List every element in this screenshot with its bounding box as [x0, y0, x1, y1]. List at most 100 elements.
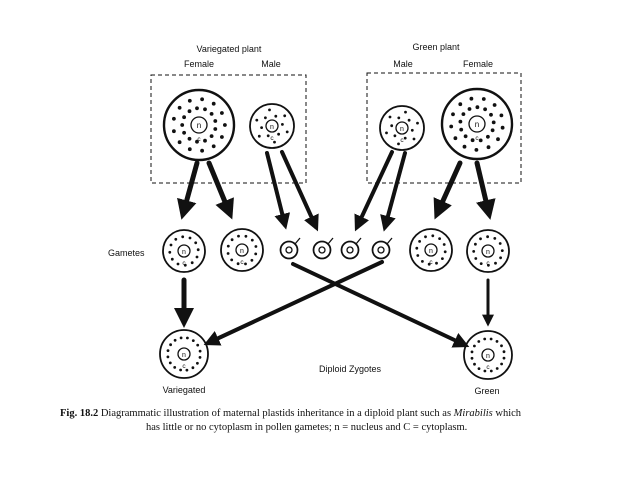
plastid-dot — [416, 254, 420, 257]
plastid-dot — [198, 356, 202, 359]
plastid-dot — [254, 252, 258, 256]
plastid-dot — [213, 127, 218, 131]
plastid-dot — [427, 262, 431, 266]
nucleus-letter: n — [197, 121, 201, 130]
nucleus — [265, 119, 279, 133]
arrow-pollen-4-to-zygote-variegated — [203, 260, 384, 346]
plastid-dot — [388, 115, 392, 119]
nucleus-letter: n — [270, 124, 274, 131]
caption-text-1: Diagrammatic illustration of maternal pl… — [100, 408, 452, 419]
plastid-dot — [179, 336, 183, 340]
green-female-cell: nc — [440, 87, 514, 161]
male-label-left: Male — [261, 59, 281, 69]
plastid-dot — [173, 338, 177, 342]
plastid-dot — [196, 248, 200, 252]
plastid-dot — [179, 368, 183, 372]
plastid-dot — [500, 362, 503, 366]
plastid-dot — [200, 148, 205, 153]
green-male-cell: nc — [379, 105, 425, 151]
plastid-dot — [415, 246, 419, 250]
plastid-dot — [187, 109, 192, 114]
plastid-dot — [491, 120, 496, 125]
plastid-dot — [443, 250, 447, 254]
plastid-dot — [213, 119, 218, 123]
plastid-dot — [500, 125, 505, 130]
plastid-dot — [393, 134, 397, 138]
nucleus-letter: n — [486, 249, 490, 256]
green-plant-box — [366, 72, 522, 184]
nucleus-letter: n — [182, 249, 186, 256]
plastid-dot — [481, 97, 486, 101]
plastid-dot — [255, 118, 259, 122]
plastid-dot — [196, 343, 200, 347]
nucleus-letter: n — [486, 353, 490, 360]
plastid-dot — [479, 237, 482, 241]
plastid-dot — [168, 361, 172, 365]
plastid-dot — [194, 241, 198, 245]
plastid-dot — [172, 129, 176, 134]
plastid-dot — [195, 255, 199, 259]
plastid-dot — [489, 369, 493, 373]
plastid-dot — [463, 134, 468, 139]
plastid-dot — [462, 144, 467, 149]
plastid-dot — [390, 124, 394, 128]
plastid-dot — [500, 344, 503, 348]
plastid-dot — [268, 108, 271, 112]
plastid-dot — [461, 112, 466, 116]
plastid-dot — [254, 245, 258, 248]
plastid-dot — [475, 105, 480, 110]
plastid-dot — [407, 118, 411, 122]
plastid-dot — [467, 107, 472, 111]
plastid-dot — [172, 116, 176, 121]
figure-caption: Fig. 18.2 Diagrammatic illustration of m… — [60, 407, 600, 435]
plastid-dot — [220, 135, 224, 139]
cytoplasm-letter: c — [197, 136, 201, 143]
plastid-dot — [211, 144, 216, 149]
plastid-dot — [418, 240, 421, 243]
nucleus — [424, 243, 438, 257]
plastid-dot — [487, 263, 490, 267]
plastid-dot — [403, 136, 407, 140]
nucleus-letter: n — [475, 120, 479, 129]
plastid-dot — [183, 263, 187, 267]
plastid-dot — [203, 138, 207, 143]
plastid-dot — [196, 361, 199, 365]
variegated-plant-box — [150, 74, 307, 184]
plastid-dot — [416, 121, 419, 125]
pollen-cell-2 — [312, 237, 334, 260]
plastid-dot — [182, 130, 187, 135]
plastid-dot — [273, 140, 276, 144]
plastid-dot — [236, 262, 240, 266]
plastid-dot — [470, 138, 475, 143]
plastid-dot — [186, 336, 189, 340]
plastid-dot — [458, 119, 463, 124]
gamete-cell-4: nc — [466, 229, 510, 273]
plastid-dot — [472, 250, 476, 253]
nucleus — [481, 348, 495, 362]
plastid-dot — [220, 111, 224, 115]
plastid-dot — [486, 235, 489, 239]
plastid-dot — [483, 107, 487, 112]
pollen-nucleus — [285, 246, 293, 254]
plastid-dot — [198, 349, 202, 353]
plastid-dot — [502, 356, 506, 360]
cytoplasm-letter: c — [429, 259, 433, 266]
pollen-tail — [327, 237, 334, 245]
nucleus — [481, 244, 495, 258]
diploid-zygotes-label: Diploid Zygotes — [319, 364, 382, 374]
arrow-male-left-to-pollen-1 — [265, 151, 291, 230]
caption-italic-genus: Mirabilis — [453, 408, 493, 419]
variegated-male-cell: nc — [249, 103, 295, 149]
plastid-dot — [191, 366, 195, 370]
cytoplasm-letter: c — [182, 363, 186, 370]
variegated-label: Variegated — [163, 385, 206, 395]
arrows-group — [174, 150, 496, 348]
plastid-dot — [495, 367, 499, 370]
cytoplasm-letter: c — [475, 135, 479, 142]
plastid-dot — [191, 339, 195, 342]
plastid-dot — [458, 102, 463, 107]
plastid-dot — [499, 256, 502, 260]
plastid-dot — [187, 98, 192, 103]
arrow-male-left-to-pollen-2 — [280, 150, 319, 232]
cytoplasm-letter: c — [270, 135, 274, 142]
